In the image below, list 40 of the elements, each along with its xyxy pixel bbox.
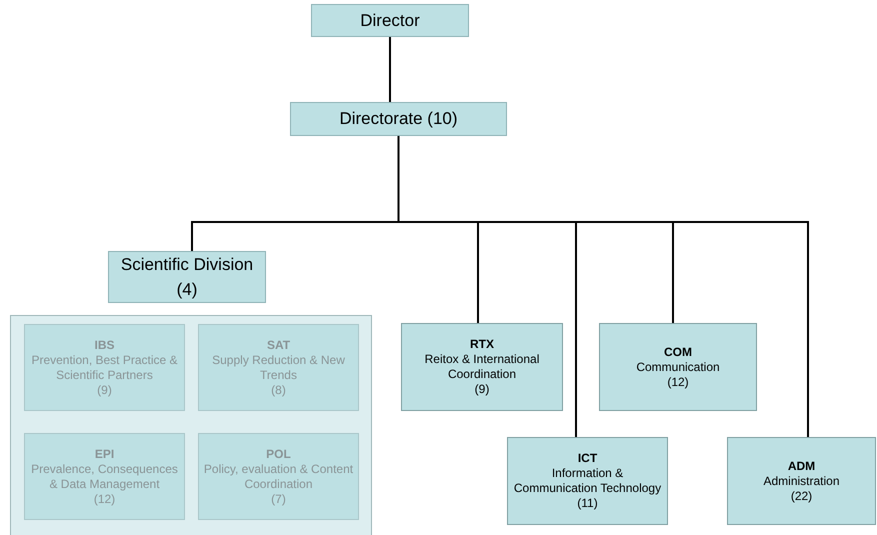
unit-name: Prevention, Best Practice & Scientific Partners <box>30 352 179 382</box>
staff-count: (8) <box>271 382 286 398</box>
unit-name: Reitox & International Coordination <box>424 352 540 382</box>
staff-count: (7) <box>271 492 286 506</box>
unit-name: Supply Reduction & New Trends <box>211 352 346 382</box>
org-unit-box <box>198 433 359 520</box>
staff-count: (12) <box>94 492 116 506</box>
unit-name: Policy, evaluation & Content Coordination <box>203 462 354 492</box>
org-unit-box <box>24 433 185 520</box>
org-unit-box <box>599 323 757 411</box>
org-unit-box <box>727 437 876 525</box>
staff-count: (22) <box>790 488 812 504</box>
org-unit-box <box>24 324 185 411</box>
org-unit-box <box>198 324 359 411</box>
org-unit-box <box>108 251 266 303</box>
unit-title: Scientific Division (4) <box>120 254 254 301</box>
unit-code: IBS <box>94 338 114 352</box>
org-unit-box <box>290 102 507 136</box>
unit-code: SAT <box>266 338 290 352</box>
unit-code: COM <box>664 344 692 360</box>
unit-name: Administration <box>763 474 840 488</box>
unit-code: ADM <box>788 458 816 474</box>
unit-title: Director <box>360 10 420 32</box>
connector-line <box>389 37 391 102</box>
unit-name: Information & Communication Technology <box>512 466 662 496</box>
staff-count: (9) <box>474 382 490 397</box>
unit-code: RTX <box>470 337 494 352</box>
org-unit-box <box>401 323 563 411</box>
unit-title: Directorate (10) <box>339 108 458 130</box>
unit-name: Communication <box>636 360 720 374</box>
group-panel <box>10 315 372 535</box>
unit-code: EPI <box>94 446 114 462</box>
staff-count: (11) <box>577 496 598 511</box>
staff-count: (9) <box>97 382 112 398</box>
unit-name: Prevalence, Consequences & Data Management <box>30 462 179 492</box>
unit-code: ICT <box>578 451 598 466</box>
org-unit-box <box>311 4 469 37</box>
org-unit-box <box>507 437 668 525</box>
unit-code: POL <box>266 446 291 462</box>
staff-count: (12) <box>667 374 689 390</box>
